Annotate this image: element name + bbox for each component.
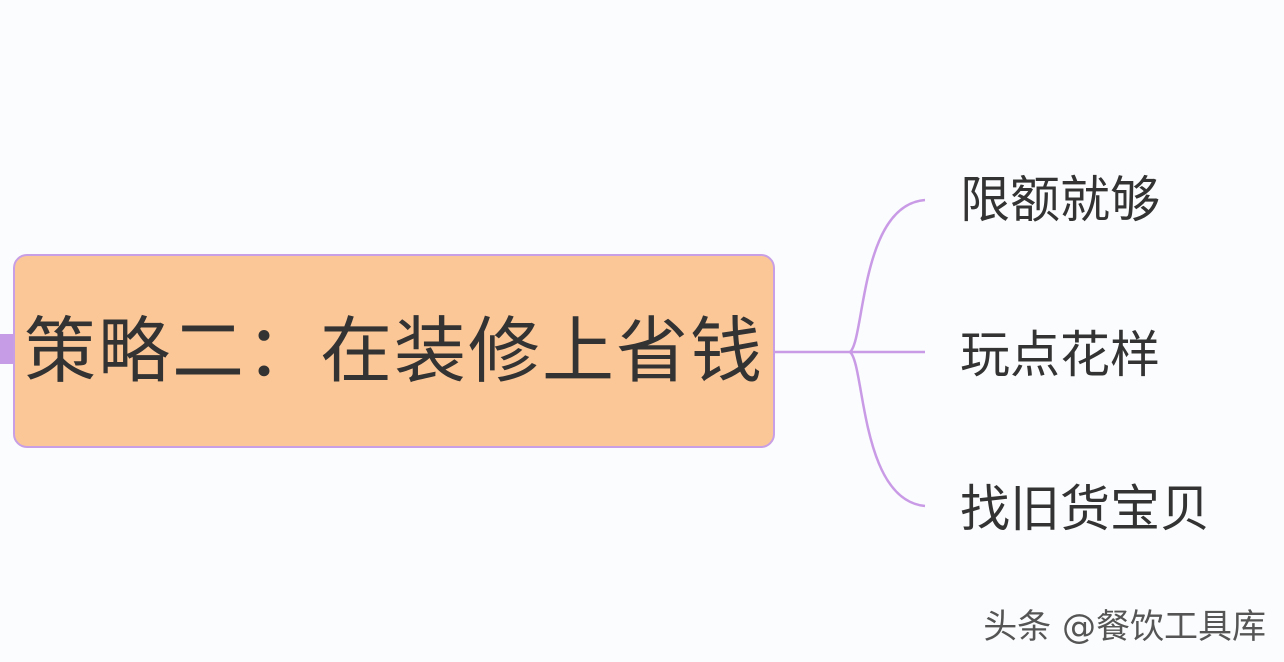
root-node[interactable]: 策略二：在装修上省钱 — [13, 254, 775, 448]
watermark-text: 头条 @餐饮工具库 — [983, 607, 1266, 647]
branch-node-1[interactable]: 限额就够 — [960, 171, 1160, 229]
connector-branch-1 — [849, 198, 926, 353]
root-node-label: 策略二：在装修上省钱 — [23, 309, 764, 393]
branch-node-3[interactable]: 找旧货宝贝 — [960, 480, 1210, 538]
branch-node-2[interactable]: 玩点花样 — [960, 326, 1160, 384]
connector-branch-3 — [849, 351, 926, 508]
parent-link-stub — [0, 334, 14, 364]
